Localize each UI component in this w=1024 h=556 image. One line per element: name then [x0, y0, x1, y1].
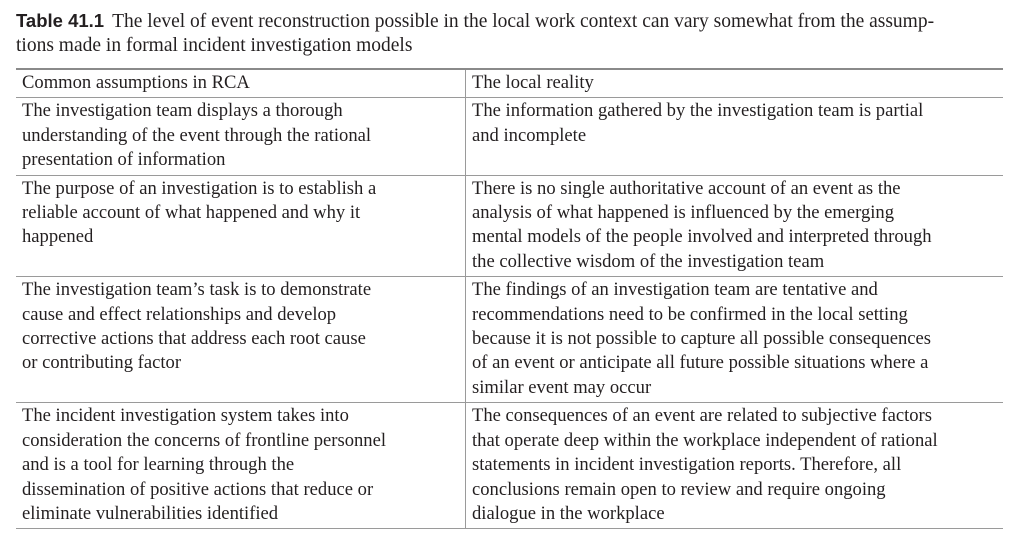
table-row: The investigation team’s task is to demo…: [16, 276, 1003, 403]
rca-comparison-table: Common assumptions in RCA The local real…: [16, 68, 1003, 530]
table-row: The incident investigation system takes …: [16, 402, 1003, 530]
reality-cell: The information gathered by the investig…: [465, 97, 1003, 176]
reality-cell: The consequences of an event are related…: [465, 402, 1003, 530]
table-number: Table 41.1: [16, 10, 105, 31]
table-header-row: Common assumptions in RCA The local real…: [16, 68, 1003, 98]
reality-cell: The findings of an investigation team ar…: [465, 276, 1003, 403]
caption-text: The level of event reconstruction possib…: [16, 11, 935, 56]
assumption-cell: The investigation team displays a thorou…: [16, 97, 466, 176]
column-header-assumptions: Common assumptions in RCA: [16, 68, 466, 98]
reality-cell: There is no single authoritative account…: [465, 174, 1003, 277]
assumption-cell: The purpose of an investigation is to es…: [16, 174, 466, 277]
table-row: The purpose of an investigation is to es…: [16, 174, 1003, 277]
column-header-local-reality: The local reality: [465, 68, 1003, 98]
assumption-cell: The investigation team’s task is to demo…: [16, 276, 466, 403]
assumption-cell: The incident investigation system takes …: [16, 402, 466, 530]
table-row: The investigation team displays a thorou…: [16, 97, 1003, 176]
